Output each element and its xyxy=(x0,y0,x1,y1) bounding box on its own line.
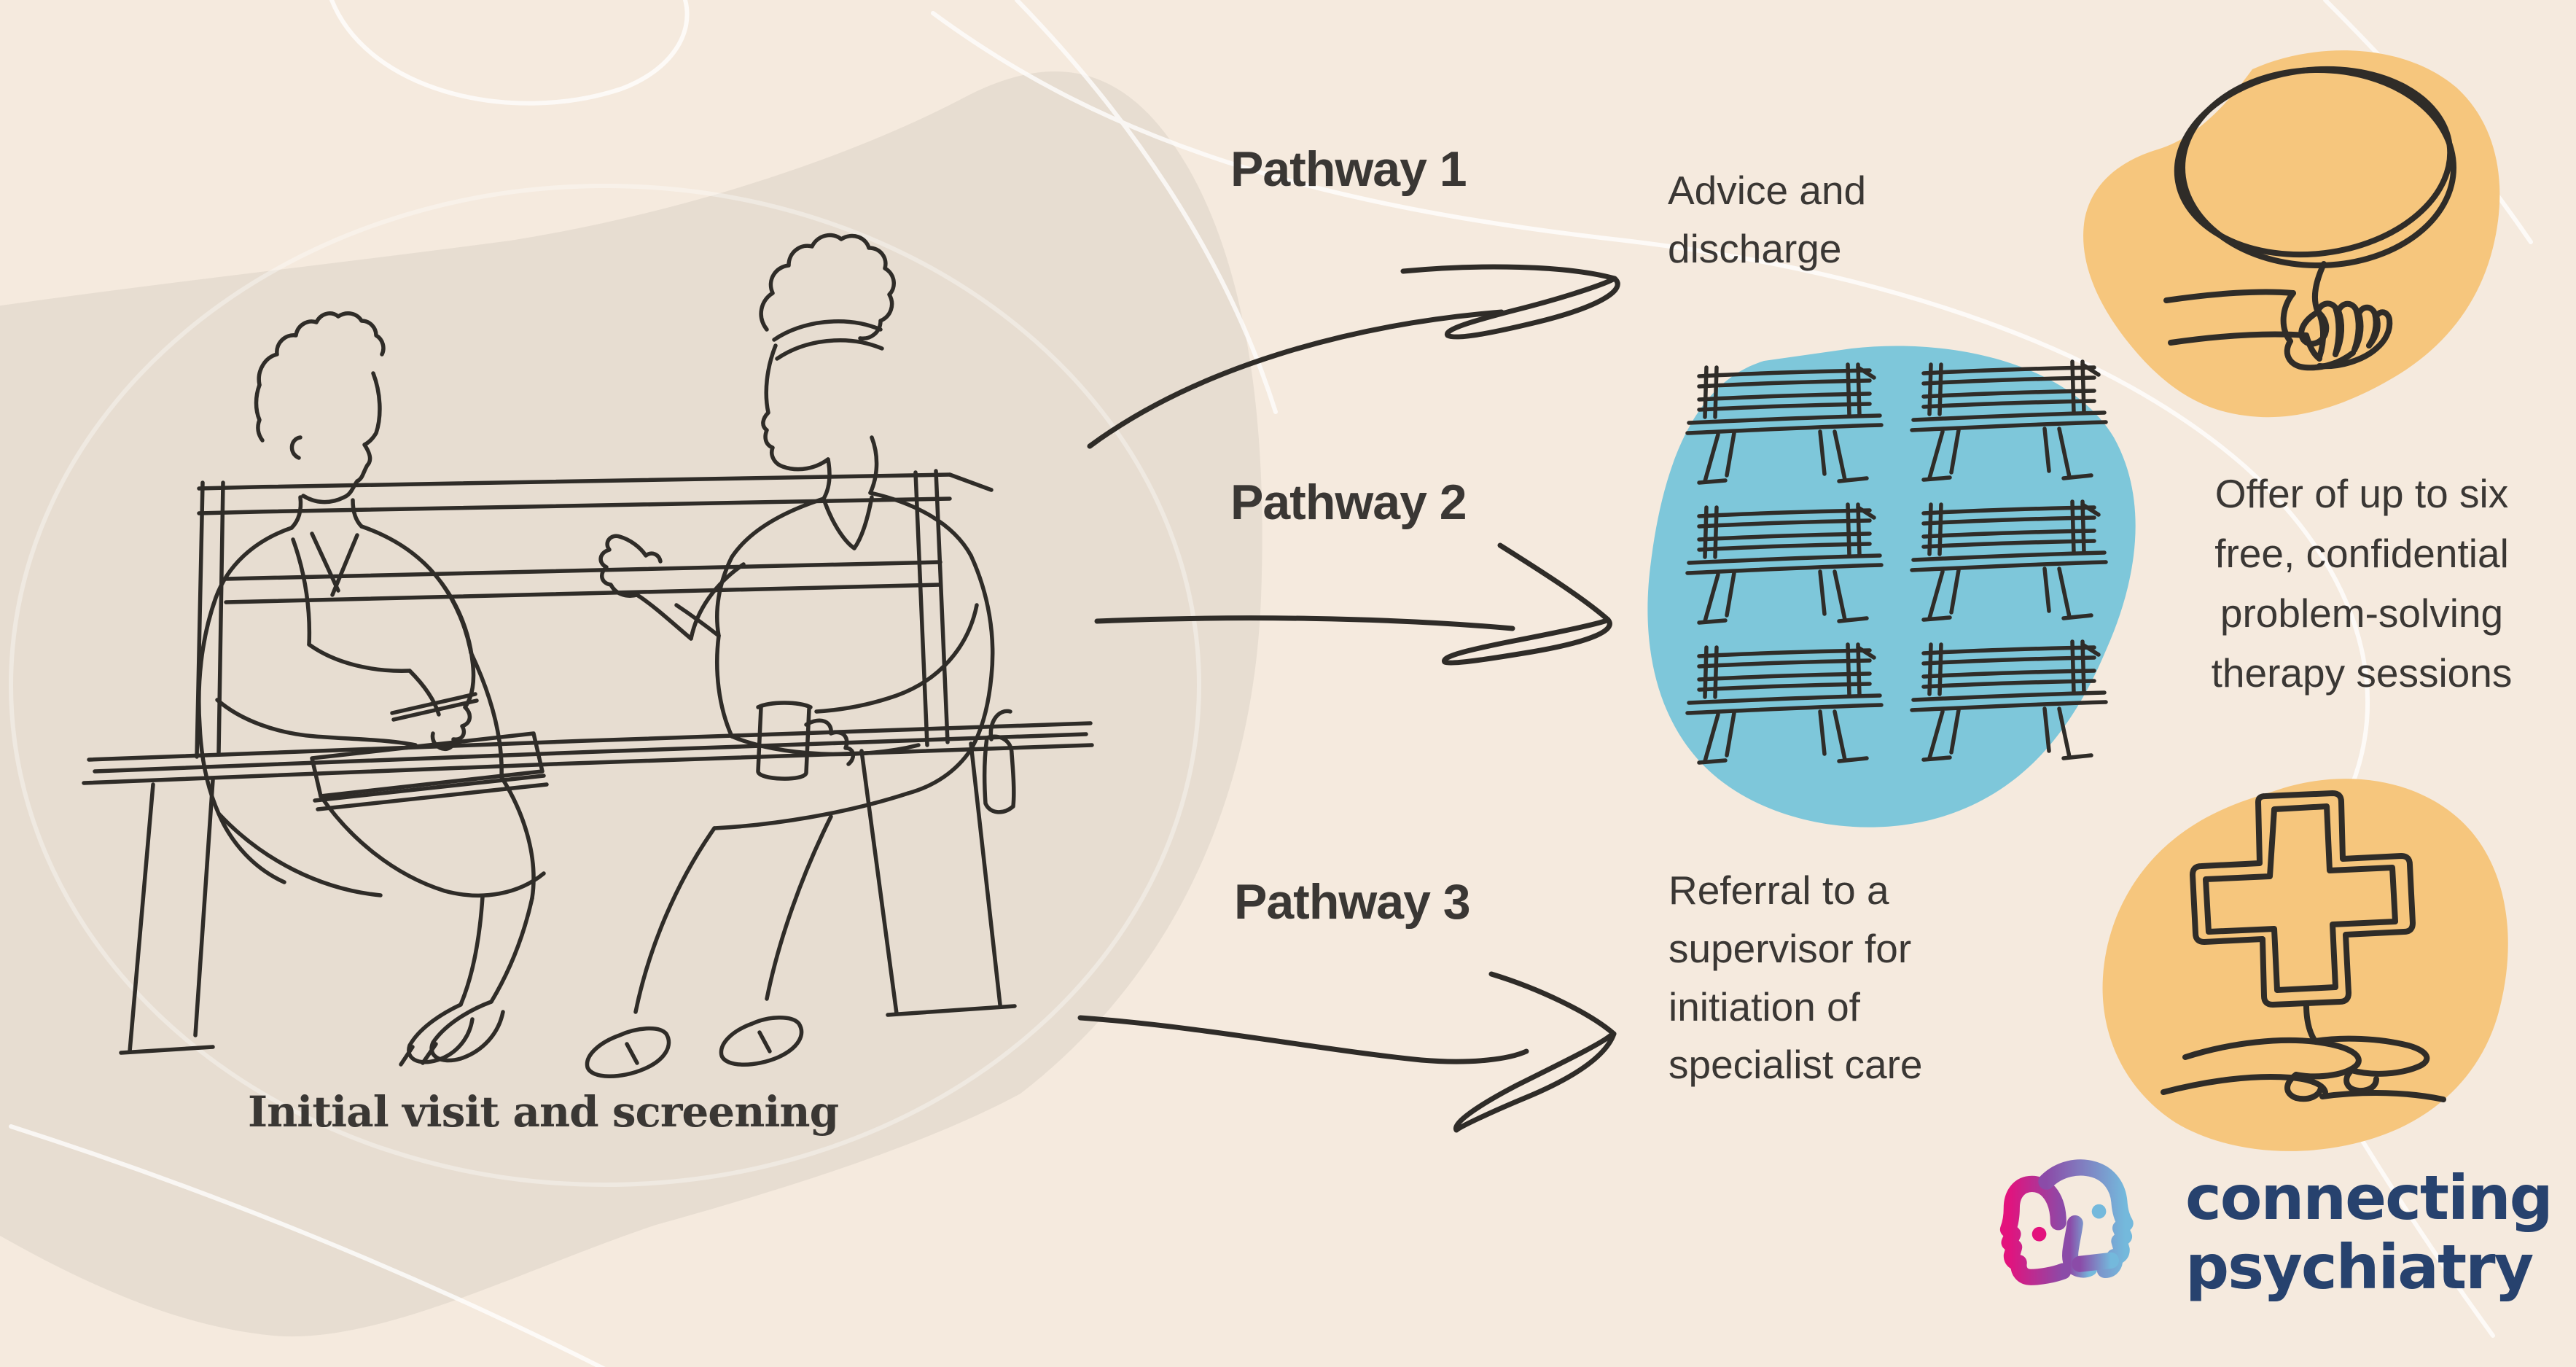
right-eye-dot xyxy=(2091,1204,2107,1219)
pathway-3-label: Pathway 3 xyxy=(1234,874,1471,930)
logo-wordmark: connecting psychiatry xyxy=(2185,1162,2553,1303)
bench-line-art xyxy=(82,469,1094,1055)
left-eye-dot xyxy=(2031,1226,2047,1242)
speech-bubble-in-hand-icon xyxy=(2083,50,2500,418)
pathway-3-arrow-icon xyxy=(1077,971,1617,1133)
initial-visit-caption: Initial visit and screening xyxy=(248,1087,839,1137)
pathway-3-description: Referral to a supervisor for initiation … xyxy=(1668,868,1923,1088)
two-women-on-bench-illustration xyxy=(82,233,1094,1078)
pathway-1-arrow-icon xyxy=(1087,264,1620,449)
counsellor-figure xyxy=(197,311,549,1067)
medical-cross-in-hands-icon xyxy=(2102,779,2508,1151)
pathway-1-description: Advice and discharge xyxy=(1668,168,1867,271)
pathway-2-description: Offer of up to six free, confidential pr… xyxy=(2211,471,2513,696)
logo-word-psychiatry: psychiatry xyxy=(2185,1231,2534,1303)
pathway-2-label: Pathway 2 xyxy=(1230,475,1467,530)
pathway-2-arrow-icon xyxy=(1094,542,1612,666)
beige-blob xyxy=(0,71,1262,1337)
logo-word-connecting: connecting xyxy=(2185,1162,2553,1234)
right-face-profile xyxy=(2038,1159,2134,1279)
six-benches-icon xyxy=(1647,346,2136,827)
orange-blob-bottom xyxy=(2102,779,2508,1151)
client-figure xyxy=(585,233,1016,1078)
left-face-profile xyxy=(1999,1175,2072,1285)
connecting-psychiatry-logo-icon xyxy=(1999,1159,2134,1285)
pathway-1-label: Pathway 1 xyxy=(1230,141,1467,197)
